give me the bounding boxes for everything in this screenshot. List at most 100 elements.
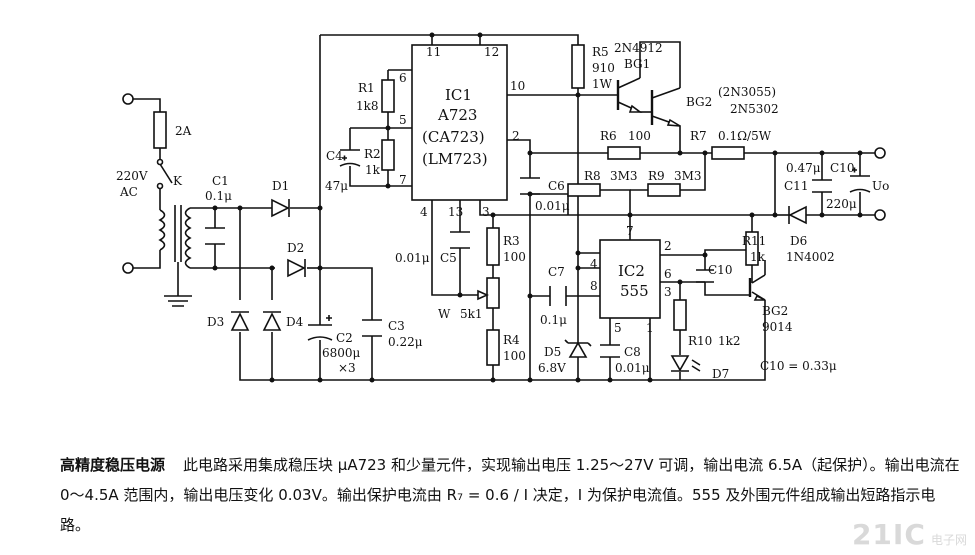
c10-capacitor-coupling: [696, 269, 714, 283]
d4-diode: [262, 311, 282, 331]
label-r3: R3: [503, 234, 520, 248]
label-c10-coupling: C10: [708, 263, 732, 277]
label-d3: D3: [207, 315, 224, 329]
label-ic1-lm723: (LM723): [422, 150, 488, 168]
r7-resistor: [711, 146, 745, 160]
label-d4: D4: [286, 315, 304, 329]
label-ic2-pin1: 1: [646, 321, 654, 335]
label-r9-value: 3M3: [674, 169, 702, 183]
label-r7: R7: [690, 129, 707, 143]
ic1-body: [411, 44, 508, 201]
label-c6-value: 0.01μ: [535, 199, 570, 213]
circuit-schematic: 2A 220V AC K C1 0.1μ D1 D2 D3 D4 C2 6800…: [116, 32, 889, 383]
label-r4-value: 100: [503, 349, 526, 363]
label-r3-value: 100: [503, 250, 526, 264]
d2-diode: [287, 258, 306, 278]
d3-diode: [230, 311, 250, 331]
label-c10-output: C10: [830, 161, 854, 175]
label-r5: R5: [592, 45, 609, 59]
r4-resistor: [486, 329, 500, 366]
label-r10: R10: [688, 334, 712, 348]
label-pin13: 13: [448, 205, 463, 219]
caption-body: 此电路采用集成稳压块 μA723 和少量元件，实现输出电压 1.25～27V 可…: [60, 456, 960, 534]
label-r10-value: 1k2: [718, 334, 741, 348]
label-bg2-type: (2N3055): [718, 85, 776, 99]
caption-title: 高精度稳压电源: [60, 456, 166, 474]
label-pot-value: 5k1: [460, 307, 483, 321]
ac-terminal-top: [122, 93, 134, 105]
label-d6-type: 1N4002: [786, 250, 835, 264]
label-d2: D2: [287, 241, 304, 255]
r2-resistor: [381, 139, 395, 171]
r9-resistor: [647, 183, 681, 197]
label-c5: C5: [440, 251, 457, 265]
label-ic2-pin6: 6: [664, 267, 672, 281]
label-bg1: BG1: [624, 57, 650, 71]
label-bg2: BG2: [686, 95, 712, 109]
label-ic1-a723: A723: [437, 106, 477, 124]
c1-capacitor: [205, 227, 225, 245]
label-pin4: 4: [420, 205, 428, 219]
r10-resistor: [673, 299, 687, 331]
ic2-body: [599, 239, 661, 319]
potentiometer-w: [486, 277, 500, 309]
ac-terminal-bottom: [122, 262, 134, 274]
label-ic2-pin2: 2: [664, 239, 672, 253]
c2-capacitor: [307, 315, 333, 341]
label-c1: C1: [212, 174, 229, 188]
label-c1-value: 0.1μ: [205, 189, 232, 203]
label-pin3: 3: [482, 205, 490, 219]
label-r8: R8: [584, 169, 601, 183]
label-pot-w: W: [438, 307, 451, 321]
label-c2: C2: [336, 331, 353, 345]
c10-capacitor-output: [849, 167, 871, 193]
caption-block: 高精度稳压电源此电路采用集成稳压块 μA723 和少量元件，实现输出电压 1.2…: [60, 450, 965, 540]
label-r5-power: 1W: [592, 77, 613, 91]
switch-k-symbol: [156, 158, 173, 190]
watermark-main: 21IC: [851, 518, 926, 551]
label-c5-value: 0.01μ: [395, 251, 430, 265]
label-c8: C8: [624, 345, 641, 359]
r11-resistor: [745, 231, 759, 266]
label-r6: R6: [600, 129, 617, 143]
label-r5-value: 910: [592, 61, 615, 75]
bg1-emitter-arrow: [628, 104, 643, 113]
d5-zener: [564, 339, 592, 358]
component-labels: 2A 220V AC K C1 0.1μ D1 D2 D3 D4 C2 6800…: [116, 41, 889, 381]
bg2-emitter-arrow: [666, 118, 681, 127]
c8-capacitor: [600, 344, 620, 358]
label-c7: C7: [548, 265, 565, 279]
watermark-logo: 21IC 电子网: [852, 518, 967, 551]
potentiometer-wiper: [477, 289, 489, 301]
r5-resistor: [571, 44, 585, 89]
transformer-symbol: [158, 205, 192, 269]
label-pin5: 5: [399, 113, 407, 127]
label-c3-value: 0.22μ: [388, 335, 423, 349]
r6-resistor: [607, 146, 641, 160]
label-r7-value: 0.1Ω/5W: [718, 129, 772, 143]
label-uo: Uo: [872, 179, 889, 193]
label-pin11: 11: [426, 45, 441, 59]
d7-led: [670, 355, 701, 372]
label-c7-value: 0.1μ: [540, 313, 567, 327]
c7-capacitor: [549, 286, 567, 306]
label-ac: AC: [119, 185, 138, 199]
label-r6-value: 100: [628, 129, 651, 143]
label-r2: R2: [364, 147, 381, 161]
label-bg1-type: 2N4912: [614, 41, 663, 55]
r3-resistor: [486, 227, 500, 266]
label-pin10: 10: [510, 79, 525, 93]
output-terminal-positive: [874, 147, 886, 159]
c4-capacitor: [339, 149, 361, 167]
label-bg2-type2: 2N5302: [730, 102, 779, 116]
bg2b-emitter-arrow: [753, 294, 766, 301]
output-terminal-negative: [874, 209, 886, 221]
c11-capacitor: [812, 179, 832, 193]
label-c11-value: 0.47μ: [786, 161, 821, 175]
label-fuse: 2A: [175, 124, 192, 138]
watermark-sub: 电子网: [930, 533, 967, 547]
r8-resistor: [567, 183, 601, 197]
label-c10-note: C10 = 0.33μ: [760, 359, 837, 373]
label-ic2-pin5: 5: [614, 321, 622, 335]
label-r4: R4: [503, 333, 520, 347]
